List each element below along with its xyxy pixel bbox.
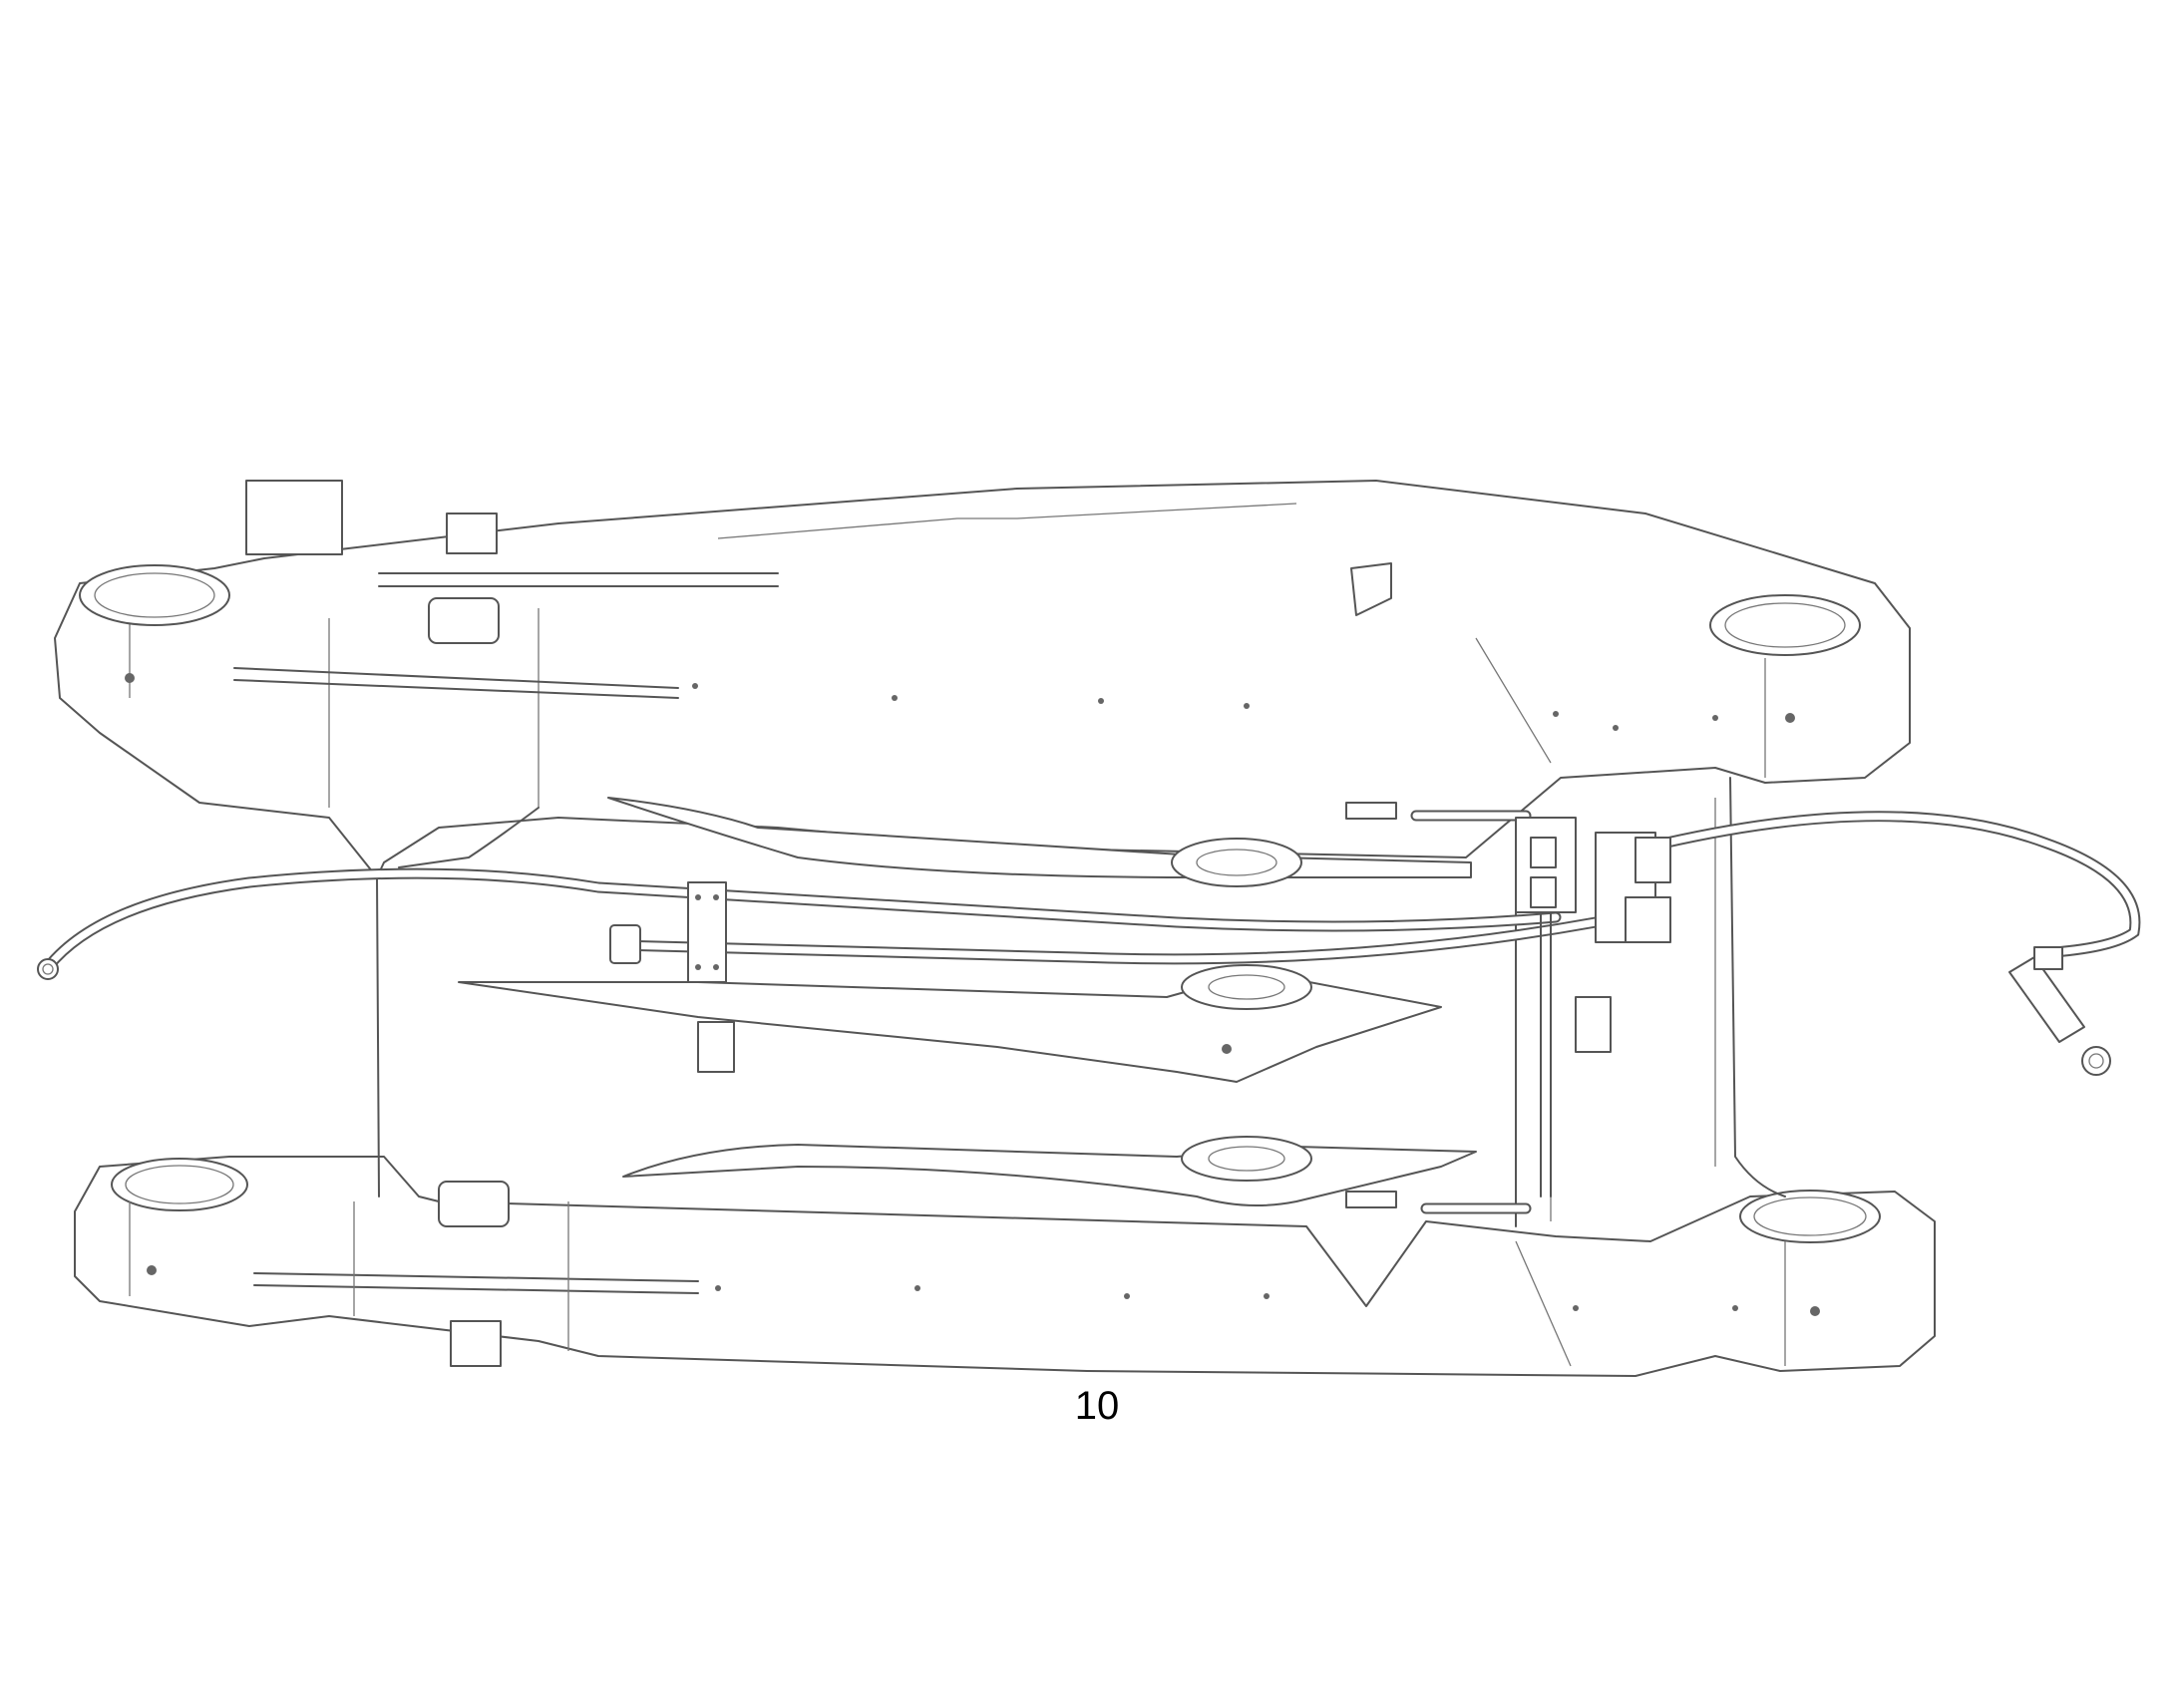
- upper-left-bracket: [245, 480, 343, 555]
- valve-block: [1515, 817, 1671, 943]
- hose-end-fitting-right: [2008, 946, 2111, 1076]
- cross-member-bottom: [622, 1136, 1477, 1206]
- hydraulic-hose-middle: [612, 916, 1602, 965]
- page-number: 10: [1074, 1384, 1120, 1428]
- hose-clamp: [609, 881, 727, 983]
- lower-left-bushing: [111, 1158, 248, 1211]
- hose-end-fitting-left: [37, 958, 59, 980]
- hydraulic-hose-right: [1639, 811, 2141, 958]
- cross-member-top: [607, 797, 1472, 887]
- bolt-holes: [125, 673, 1820, 1316]
- mounting-brackets: [697, 802, 1612, 1208]
- lower-right-bushing: [1739, 1190, 1881, 1243]
- hydraulic-hose-left: [42, 867, 1562, 973]
- upper-right-bushing: [1709, 594, 1861, 656]
- upper-left-bushing: [79, 564, 230, 626]
- upper-arm: [54, 480, 1911, 878]
- cross-member-middle: [458, 964, 1442, 1083]
- lower-arm: [74, 1156, 1936, 1377]
